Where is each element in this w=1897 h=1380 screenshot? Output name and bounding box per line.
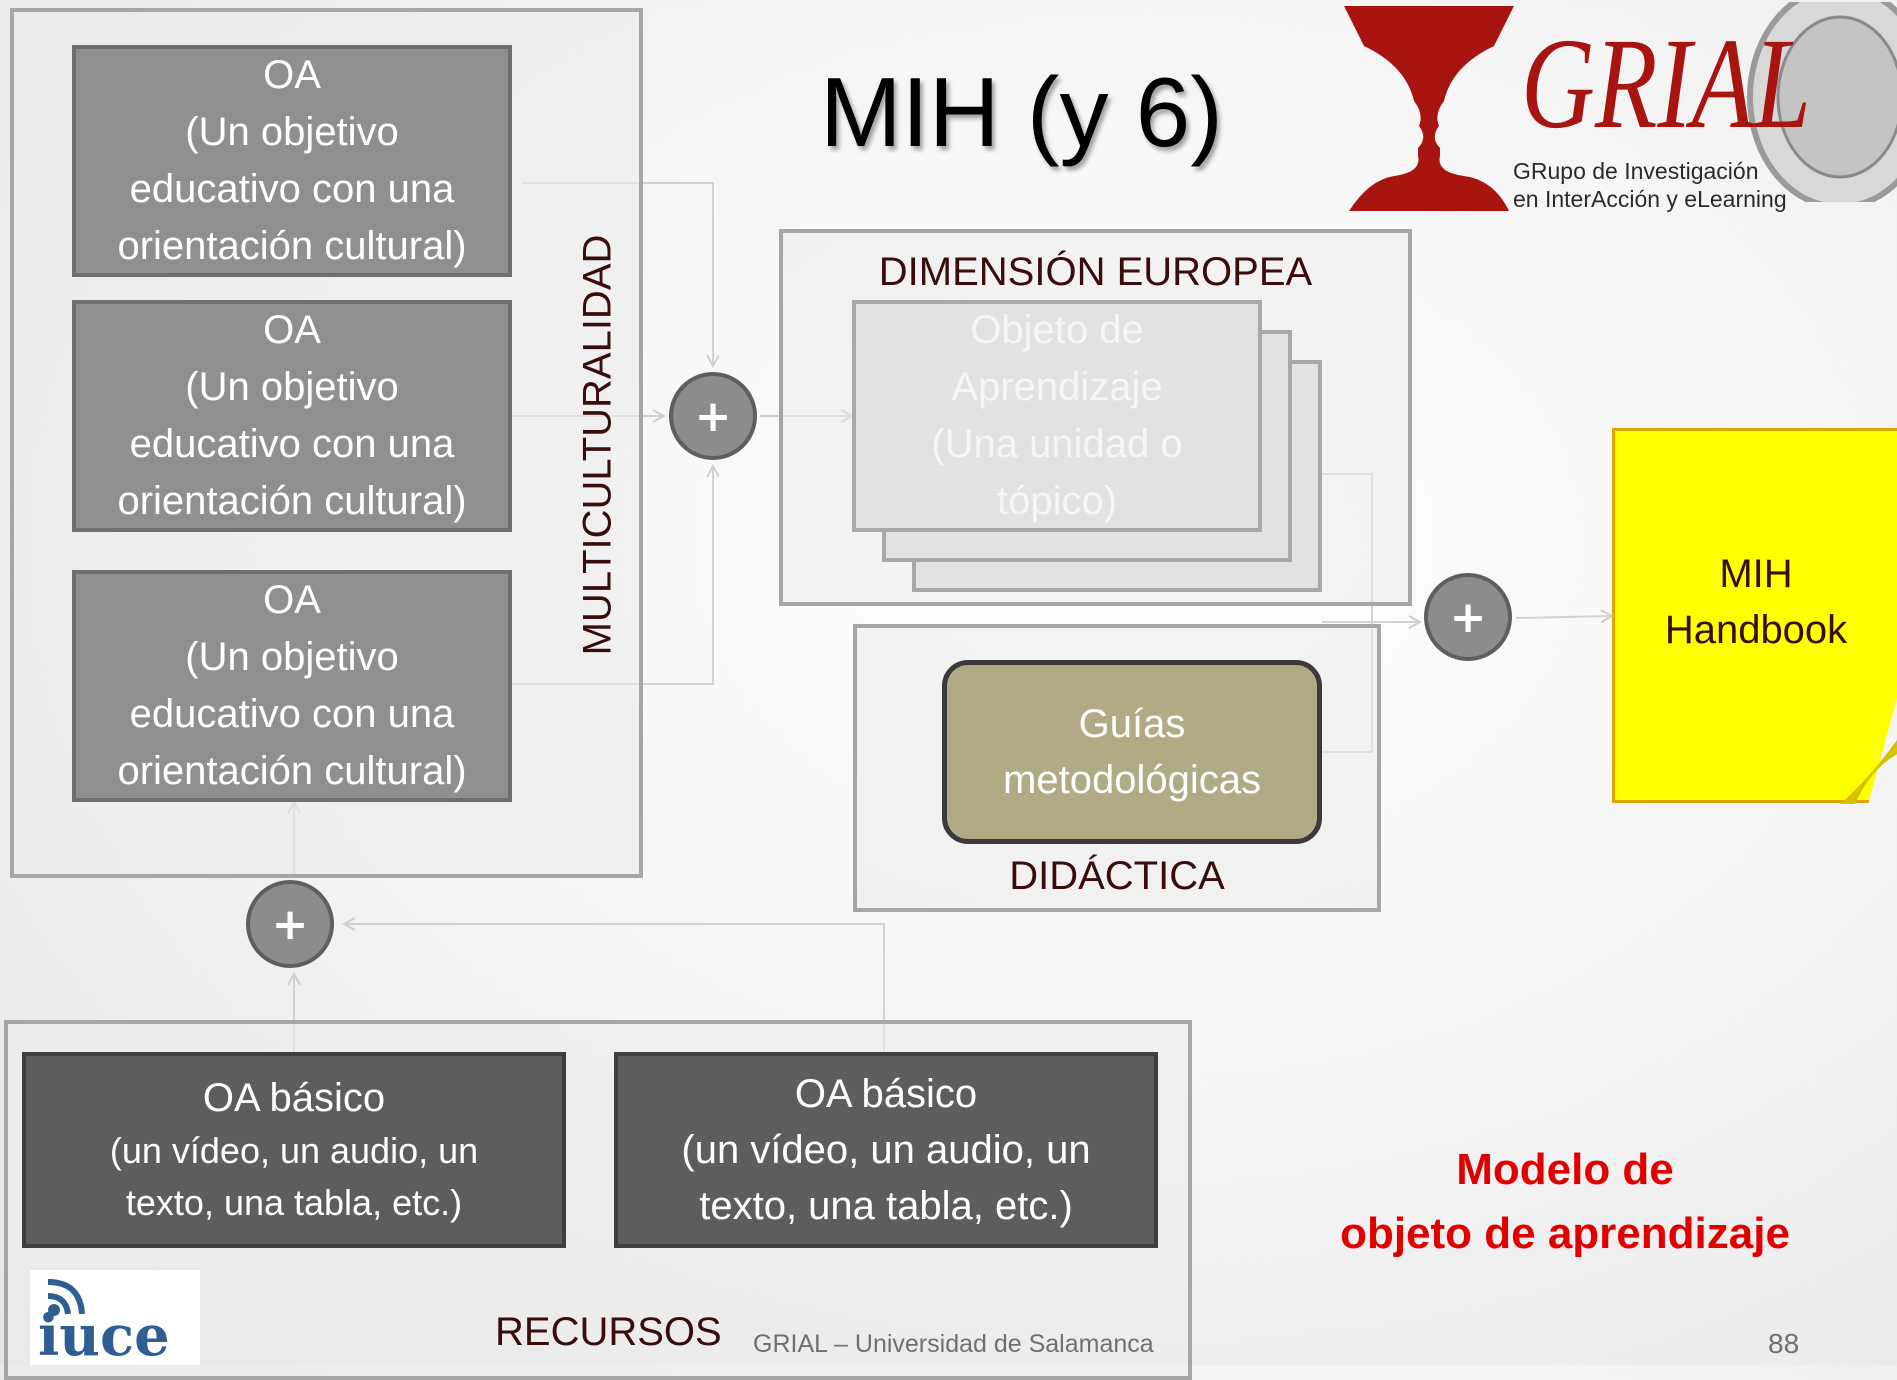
oa-basico-desc: texto, una tabla, etc.) — [125, 1182, 463, 1223]
page-number: 88 — [1768, 1328, 1800, 1359]
modelo-line: Modelo de — [1456, 1145, 1674, 1194]
signal-icon — [47, 1279, 85, 1316]
iuce-logo: iuce — [30, 1270, 200, 1369]
oa-title: OA — [263, 308, 321, 352]
oa-basico-box-1: OA básico (un vídeo, un audio, un texto,… — [22, 1052, 566, 1248]
oa-basico-desc: (un vídeo, un audio, un — [681, 1128, 1091, 1172]
oa-desc-line: educativo con una — [129, 422, 455, 466]
oa-desc-line: orientación cultural) — [117, 749, 467, 793]
page-title: MIH (y 6) — [820, 57, 1223, 167]
oa-desc-line: educativo con una — [129, 167, 455, 211]
oa-desc-line: (Un objetivo — [185, 635, 399, 679]
handbook-line: Handbook — [1664, 608, 1848, 652]
multiculturalidad-label: MULTICULTURALIDAD — [575, 234, 620, 656]
objeto-line: tópico) — [996, 479, 1118, 523]
faces-vase-icon — [1344, 6, 1514, 211]
plus-node-recursos: + — [246, 880, 334, 968]
oa-title: OA — [263, 578, 321, 622]
objeto-aprendizaje-box: Objeto de Aprendizaje (Una unidad o tópi… — [852, 300, 1262, 532]
note-fold-icon — [1840, 740, 1897, 804]
grial-subtitle-1: GRupo de Investigación — [1513, 158, 1759, 184]
grial-wordmark-icon: GRIAL — [1521, 12, 1811, 152]
plus-node-handbook: + — [1424, 573, 1512, 661]
grial-subtitle-2: en InterAcción y eLearning — [1513, 186, 1787, 212]
guias-metodologicas-box: Guías metodológicas — [942, 660, 1322, 844]
guias-line: metodológicas — [1003, 758, 1261, 802]
recursos-label: RECURSOS — [495, 1310, 722, 1354]
objeto-line: Aprendizaje — [951, 365, 1163, 409]
oa-basico-title: OA básico — [202, 1076, 386, 1120]
iuce-wordmark: iuce — [38, 1303, 170, 1369]
oa-box-3: OA (Un objetivo educativo con una orient… — [72, 570, 512, 802]
dimension-europea-label: DIMENSIÓN EUROPEA — [878, 250, 1313, 294]
footer-text: GRIAL – Universidad de Salamanca — [753, 1330, 1154, 1358]
oa-box-1: OA (Un objetivo educativo con una orient… — [72, 45, 512, 277]
oa-basico-box-2: OA básico (un vídeo, un audio, un texto,… — [614, 1052, 1158, 1248]
modelo-line: objeto de aprendizaje — [1340, 1209, 1790, 1258]
objeto-line: (Una unidad o — [931, 422, 1183, 466]
oa-desc-line: orientación cultural) — [117, 224, 467, 268]
plus-node-multiculturalidad: + — [669, 372, 757, 460]
oa-desc-line: (Un objetivo — [185, 110, 399, 154]
oa-desc-line: orientación cultural) — [117, 479, 467, 523]
objeto-line: Objeto de — [970, 308, 1144, 352]
multiculturalidad-label-wrap: MULTICULTURALIDAD — [562, 230, 634, 660]
grial-logo: GRIAL GRupo de Investigación en InterAcc… — [1340, 2, 1897, 220]
mih-handbook-note: MIH Handbook — [1612, 428, 1897, 803]
handbook-line: MIH — [1719, 552, 1793, 596]
grial-wordmark: GRIAL — [1521, 12, 1811, 152]
oa-basico-title: OA básico — [794, 1072, 978, 1116]
oa-desc-line: (Un objetivo — [185, 365, 399, 409]
seal-icon — [1747, 2, 1897, 202]
oa-box-2: OA (Un objetivo educativo con una orient… — [72, 300, 512, 532]
oa-basico-desc: (un vídeo, un audio, un — [109, 1130, 479, 1171]
modelo-caption: Modelo de objeto de aprendizaje — [1290, 1138, 1840, 1266]
didactica-label: DIDÁCTICA — [1009, 854, 1225, 898]
oa-title: OA — [263, 53, 321, 97]
oa-basico-desc: texto, una tabla, etc.) — [699, 1184, 1073, 1228]
guias-line: Guías — [1078, 702, 1186, 746]
oa-desc-line: educativo con una — [129, 692, 455, 736]
